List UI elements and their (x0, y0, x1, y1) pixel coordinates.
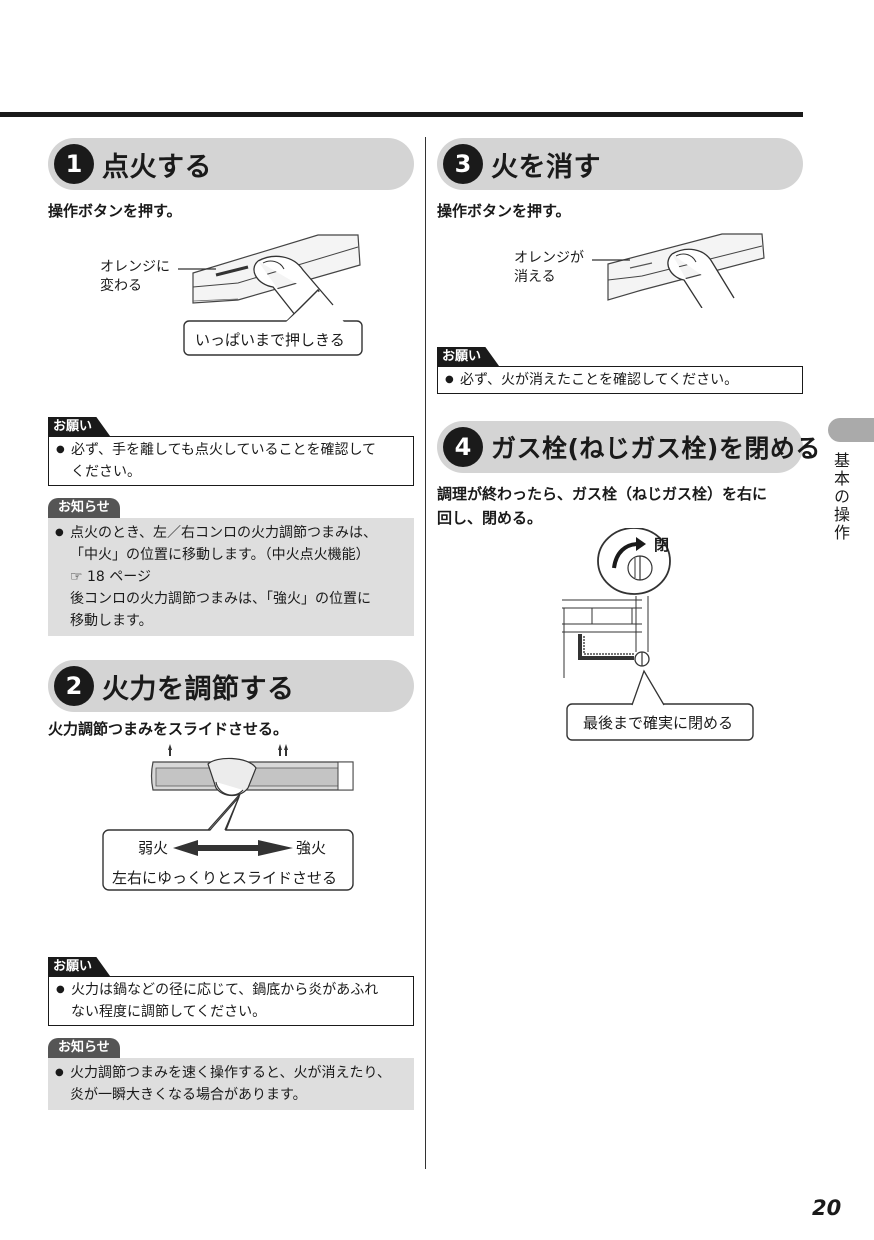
step-2-onegai-box: 火力は鍋などの径に応じて、鍋底から炎があふれ ない程度に調節してください。 (48, 976, 414, 1026)
note-line: 移動します。 (70, 613, 153, 629)
note-line: 必ず、火が消えたことを確認してください。 (445, 369, 794, 391)
weak-flame-icon (168, 744, 172, 756)
step-number: 1 (54, 144, 94, 184)
note-line: 炎が一瞬大きくなる場合があります。 (70, 1087, 307, 1103)
orange-label-line1: オレンジが (514, 250, 584, 266)
page-number: 20 (812, 1196, 842, 1220)
section-label: 基本の操作 (831, 452, 850, 542)
step-3-onegai-box: 必ず、火が消えたことを確認してください。 (437, 366, 803, 394)
step-4-instruction-line1: 調理が終わったら、ガス栓（ねじガス栓）を右に (437, 485, 768, 503)
orange-label-line2: 変わる (100, 278, 142, 294)
step-1-instruction: 操作ボタンを押す。 (48, 202, 182, 220)
step-4-instruction-line2: 回し、閉める。 (437, 509, 543, 527)
close-fully-callout: 最後まで確実に閉める (583, 714, 734, 732)
ignite-button-illustration (178, 234, 363, 356)
column-divider (425, 137, 426, 1169)
press-fully-callout: いっぱいまで押しきる (195, 331, 345, 349)
step-number: 3 (443, 144, 483, 184)
step-1-header: 1 点火する (48, 138, 414, 190)
note-line: 火力調節つまみを速く操作すると、火が消えたり、 (55, 1062, 406, 1084)
orange-label-line2: 消える (514, 269, 556, 285)
step-number: 2 (54, 666, 94, 706)
step-number: 4 (443, 427, 483, 467)
step-3-header: 3 火を消す (437, 138, 803, 190)
top-rule (0, 112, 803, 117)
strong-fire-label: 強火 (296, 839, 327, 857)
ignite-button-figure: オレンジに 変わる いっぱいまで押しきる (98, 225, 398, 360)
note-line: 「中火」の位置に移動します。（中火点火機能） (70, 547, 370, 563)
turn-right-arrow-icon (636, 537, 646, 551)
extinguish-button-figure: オレンジが 消える (512, 228, 772, 309)
onegai-tag: お願い (48, 417, 111, 436)
strong-flame-icon (278, 744, 288, 756)
note-line: 火力は鍋などの径に応じて、鍋底から炎があふれ (56, 979, 405, 1001)
oshirase-tag: お知らせ (48, 498, 120, 518)
slide-arrow-icon (173, 840, 293, 856)
close-label: 閉 (654, 536, 670, 554)
note-line: ください。 (71, 464, 141, 480)
weak-fire-label: 弱火 (138, 839, 169, 857)
note-line: 点火のとき、左／右コンロの火力調節つまみは、 (55, 522, 406, 544)
section-tab (828, 418, 874, 442)
oshirase-tag: お知らせ (48, 1038, 120, 1058)
step-2-header: 2 火力を調節する (48, 660, 414, 712)
flame-slider-figure: 弱火 強火 左右にゆっくりとスライドさせる (98, 742, 408, 894)
page-reference-link[interactable]: ☞ 18 ページ (70, 569, 151, 585)
step-1-oshirase-box: 点火のとき、左／右コンロの火力調節つまみは、 「中火」の位置に移動します。（中火… (48, 518, 414, 636)
note-line: ない程度に調節してください。 (71, 1004, 267, 1020)
extinguish-button-illustration (592, 233, 765, 309)
onegai-tag: お願い (437, 347, 500, 366)
step-title: 点火する (102, 151, 212, 183)
step-title: 火力を調節する (102, 673, 295, 705)
step-title: 火を消す (491, 151, 601, 183)
note-line: 後コンロの火力調節つまみは、「強火」の位置に (70, 591, 371, 607)
flame-slider-illustration (102, 744, 354, 891)
step-2-oshirase-box: 火力調節つまみを速く操作すると、火が消えたり、 炎が一瞬大きくなる場合があります… (48, 1058, 414, 1110)
gas-valve-illustration (562, 527, 754, 741)
note-line: 必ず、手を離しても点火していることを確認して (56, 439, 405, 461)
orange-label-line1: オレンジに (100, 259, 170, 275)
step-2-instruction: 火力調節つまみをスライドさせる。 (48, 720, 289, 738)
onegai-tag: お願い (48, 957, 111, 976)
step-title: ガス栓(ねじガス栓)を閉める (491, 434, 821, 463)
gas-valve-figure: 閉 最後まで確実に閉める (562, 527, 762, 743)
slide-callout: 左右にゆっくりとスライドさせる (112, 869, 338, 887)
step-4-header: 4 ガス栓(ねじガス栓)を閉める (437, 421, 820, 473)
step-3-instruction: 操作ボタンを押す。 (437, 202, 571, 220)
step-1-onegai-box: 必ず、手を離しても点火していることを確認して ください。 (48, 436, 414, 486)
